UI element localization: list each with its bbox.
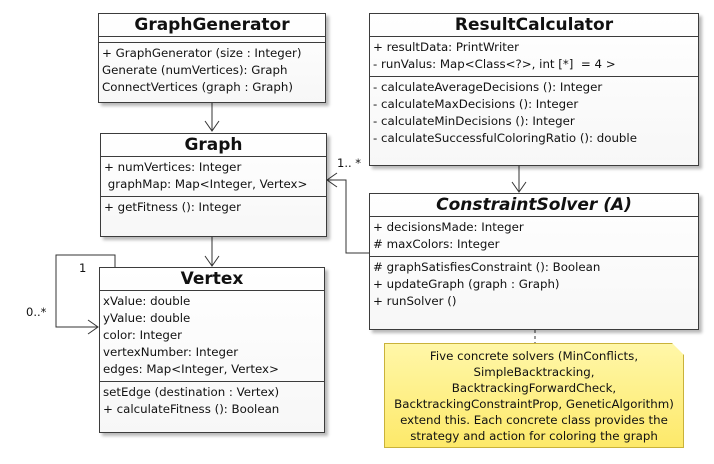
operation: + updateGraph (graph : Graph)	[373, 277, 560, 291]
operation: - calculateMinDecisions (): Integer	[373, 114, 575, 128]
arrowhead-generator-graph	[204, 120, 220, 132]
operations-section: - calculateAverageDecisions (): Integer …	[370, 77, 698, 150]
operation: + GraphGenerator (size : Integer)	[102, 46, 302, 60]
arrowhead-solver-graph	[326, 172, 338, 188]
note-line: extend this. Each concrete class provide…	[400, 413, 668, 427]
operations-section: + getFitness (): Integer	[101, 197, 326, 219]
note-line: BacktrackingConstraintProp, GeneticAlgor…	[394, 397, 674, 411]
operation: - calculateAverageDecisions (): Integer	[373, 80, 603, 94]
arrowhead-vertex-self	[87, 319, 99, 335]
multiplicity-graph-solver: 1.. *	[337, 156, 362, 170]
operation: - calculateSuccessfulColoringRatio (): d…	[373, 131, 637, 145]
operation: Generate (numVertices): Graph	[102, 63, 288, 77]
note[interactable]: Five concrete solvers (MinConflicts, Sim…	[384, 343, 684, 448]
attribute: edges: Map<Integer, Vertex>	[103, 362, 279, 376]
attribute: yValue: double	[103, 311, 191, 325]
class-title: ConstraintSolver (A)	[370, 194, 698, 217]
attributes-section: + resultData: PrintWriter - runValus: Ma…	[370, 37, 698, 77]
note-line: BacktrackingForwardCheck,	[451, 381, 617, 395]
edge-solver-graph	[327, 179, 369, 254]
class-title: ResultCalculator	[370, 14, 698, 37]
note-line: Five concrete solvers (MinConflicts,	[429, 349, 639, 363]
operation: - calculateMaxDecisions (): Integer	[373, 97, 579, 111]
attribute: color: Integer	[103, 328, 183, 342]
attribute: + resultData: PrintWriter	[373, 40, 520, 54]
operation: + calculateFitness (): Boolean	[103, 402, 280, 416]
attribute: - runValus: Map<Class<?>, int [*] = 4 >	[373, 57, 616, 71]
class-title: GraphGenerator	[99, 14, 325, 37]
class-title: Graph	[101, 134, 326, 157]
operations-section: setEdge (destination : Vertex) + calcula…	[100, 382, 324, 421]
attributes-section	[99, 37, 325, 43]
operation: + runSolver ()	[373, 294, 457, 308]
edge-vertex-self	[55, 254, 116, 328]
attribute: graphMap: Map<Integer, Vertex>	[104, 177, 308, 191]
arrowhead-calculator-solver	[511, 181, 527, 193]
attributes-section: + numVertices: Integer graphMap: Map<Int…	[101, 157, 326, 197]
multiplicity-vertex-one: 1	[79, 261, 87, 275]
attribute: xValue: double	[103, 294, 191, 308]
class-title: Vertex	[100, 268, 324, 291]
attributes-section: + decisionsMade: Integer # maxColors: In…	[370, 217, 698, 257]
attributes-section: xValue: double yValue: double color: Int…	[100, 291, 324, 382]
operation: ConnectVertices (graph : Graph)	[102, 80, 293, 94]
attribute: vertexNumber: Integer	[103, 345, 239, 359]
class-graph[interactable]: Graph + numVertices: Integer graphMap: M…	[100, 133, 327, 237]
class-vertex[interactable]: Vertex xValue: double yValue: double col…	[99, 267, 325, 433]
arrowhead-graph-vertex	[204, 255, 220, 267]
class-graph-generator[interactable]: GraphGenerator + GraphGenerator (size : …	[98, 13, 326, 103]
note-line: SimpleBacktracking,	[473, 365, 595, 379]
class-constraint-solver[interactable]: ConstraintSolver (A) + decisionsMade: In…	[369, 193, 699, 330]
attribute: # maxColors: Integer	[373, 237, 500, 251]
operations-section: # graphSatisfiesConstraint (): Boolean +…	[370, 257, 698, 313]
class-result-calculator[interactable]: ResultCalculator + resultData: PrintWrit…	[369, 13, 699, 166]
operations-section: + GraphGenerator (size : Integer) Genera…	[99, 43, 325, 99]
attribute: + numVertices: Integer	[104, 160, 242, 174]
operation: setEdge (destination : Vertex)	[103, 385, 280, 399]
note-line: strategy and action for coloring the gra…	[410, 429, 658, 443]
operation: + getFitness (): Integer	[104, 200, 241, 214]
attribute: + decisionsMade: Integer	[373, 220, 524, 234]
multiplicity-vertex-many: 0..*	[26, 305, 47, 319]
operation: # graphSatisfiesConstraint (): Boolean	[373, 260, 601, 274]
